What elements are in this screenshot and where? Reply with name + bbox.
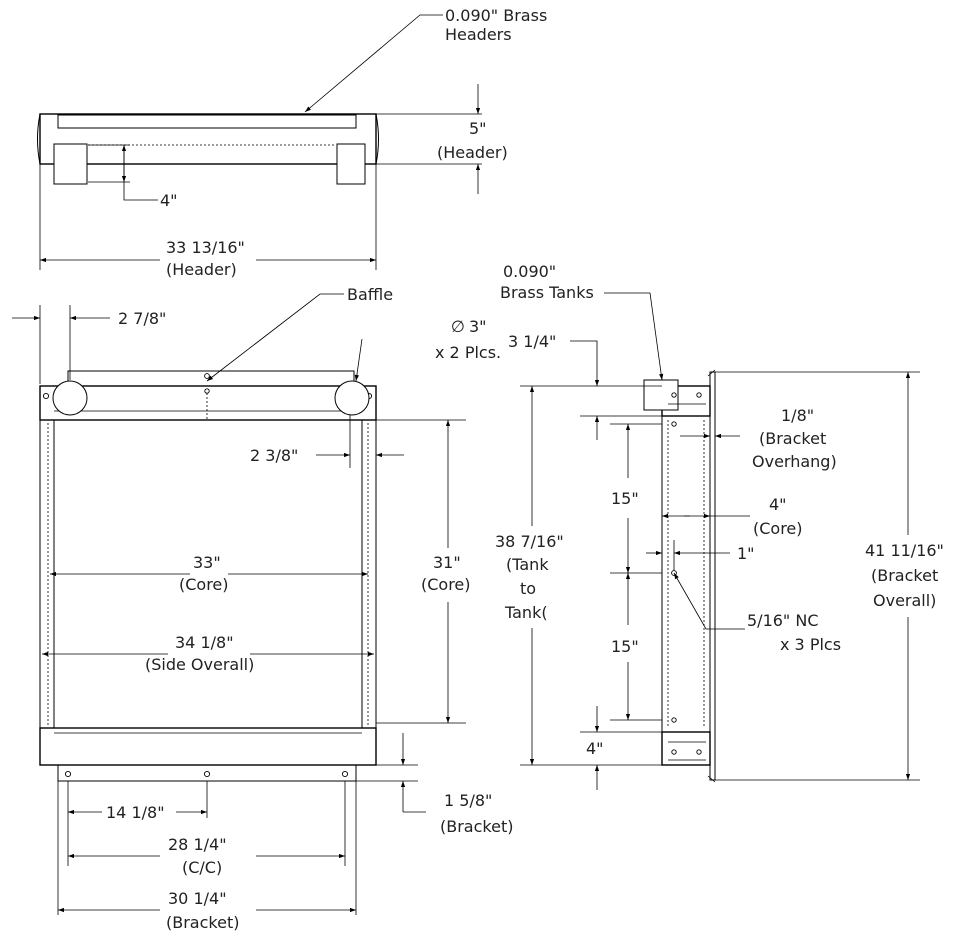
hole-offset-dim	[646, 540, 730, 570]
bracket-overall-label-2: (Bracket	[871, 566, 938, 585]
core-offset-dim	[316, 415, 404, 468]
header-width-label-2: (Header)	[166, 260, 237, 279]
header-outline	[39, 113, 377, 165]
hole-offset-label: 1"	[737, 544, 755, 563]
bottom-bracket-hole-left	[64, 770, 72, 778]
cc-label-2: (C/C)	[182, 858, 222, 877]
bracket-overall-label-3: Overall)	[873, 591, 936, 610]
side-view	[643, 369, 716, 783]
bracket-width-label-1: 30 1/4"	[168, 889, 227, 908]
core-height-dim	[376, 419, 466, 724]
tank-to-tank-dim	[520, 385, 662, 766]
nc-leader	[673, 572, 745, 630]
bracket-hole-spacing-label: 14 1/8"	[106, 803, 165, 822]
top-tank-dim	[570, 340, 662, 440]
upper-15-label: 15"	[611, 489, 639, 508]
bottom-tank-dim	[580, 706, 662, 790]
side-bottom-tank	[661, 731, 711, 766]
lower-15-label: 15"	[611, 637, 639, 656]
header-height-label-2: (Header)	[437, 143, 508, 162]
header-slot-left	[53, 143, 88, 185]
header-height-dim	[376, 84, 482, 194]
bracket-overall-label-1: 41 11/16"	[865, 541, 944, 560]
brass-tanks-label-1: 0.090"	[503, 262, 556, 281]
header-width-label-1: 33 13/16"	[166, 238, 245, 257]
brass-headers-label-1: 0.090" Brass	[445, 6, 547, 25]
brass-header-plate	[57, 114, 357, 129]
side-overall-label-2: (Side Overall)	[145, 655, 254, 674]
bracket-height-dim	[356, 733, 426, 813]
core-depth-label-1: 4"	[769, 495, 787, 514]
port-dia-label-2: x 2 Plcs.	[435, 343, 501, 362]
bracket-hole-dims	[57, 781, 357, 915]
overhang-label-1: 1/8"	[781, 406, 814, 425]
inlet-offset-label: 2 7/8"	[118, 309, 166, 328]
inlet-port-left	[52, 380, 88, 416]
port-dia-leader	[354, 338, 363, 382]
header-height-label-1: 5"	[469, 119, 487, 138]
header-width-dim	[39, 164, 377, 270]
header-slot-label: 4"	[160, 191, 178, 210]
core-width-label-1: 33"	[193, 553, 221, 572]
top-bracket	[67, 370, 355, 387]
bracket-height-label-2: (Bracket)	[440, 817, 513, 836]
side-core	[661, 415, 711, 733]
bottom-bracket-hole-right	[341, 770, 349, 778]
top-tank-label: 3 1/4"	[508, 332, 556, 351]
side-hole-top	[671, 421, 677, 427]
top-tank-bolt-mid	[204, 388, 210, 394]
overhang-label-3: Overhang)	[752, 452, 837, 471]
side-overall-label-1: 34 1/8"	[175, 633, 234, 652]
side-hole-bottom	[671, 717, 677, 723]
top-tank-bolt-left	[42, 392, 50, 400]
brass-tanks-leader	[604, 292, 664, 381]
hole-spacing-dims	[610, 423, 662, 721]
bracket-height-label-1: 1 5/8"	[444, 791, 492, 810]
core-width-label-2: (Core)	[179, 575, 229, 594]
bracket-overall-dim	[715, 371, 920, 781]
header-slot-right	[336, 143, 366, 185]
outlet-port-right	[334, 380, 370, 416]
core-offset-label: 2 3/8"	[250, 446, 298, 465]
bottom-tank	[39, 727, 377, 766]
overhang-label-2: (Bracket	[759, 429, 826, 448]
bottom-bracket-hole-mid	[203, 770, 211, 778]
brass-headers-label-2: Headers	[445, 25, 512, 44]
diameter-symbol: ∅	[451, 317, 465, 336]
top-bracket-hole-center	[204, 373, 210, 379]
core-height-label-2: (Core)	[421, 575, 471, 594]
tank-to-tank-label-4: Tank(	[504, 603, 548, 622]
header-left-curve	[37, 113, 41, 165]
header-right-curve	[375, 113, 379, 165]
nc-label-1: 5/16" NC	[747, 611, 819, 630]
tank-to-tank-label-3: to	[520, 579, 536, 598]
bracket-width-label-2: (Bracket)	[166, 913, 239, 932]
inlet-offset-dim	[12, 305, 110, 384]
core-depth-label-2: (Core)	[753, 519, 803, 538]
brass-headers-leader	[304, 14, 443, 113]
brass-tanks-label-2: Brass Tanks	[500, 283, 594, 302]
core-height-label-1: 31"	[433, 553, 461, 572]
nc-label-2: x 3 Plcs	[780, 635, 841, 654]
cc-label-1: 28 1/4"	[168, 835, 227, 854]
side-bracket-plate	[709, 371, 716, 781]
tank-to-tank-label-2: (Tank	[506, 555, 549, 574]
baffle-leader	[206, 293, 344, 382]
port-dia-label-1: 3"	[469, 317, 487, 336]
tank-to-tank-label-1: 38 7/16"	[495, 532, 564, 551]
bottom-tank-label: 4"	[586, 739, 604, 758]
header-top-view	[37, 113, 379, 185]
header-slot-dim	[88, 144, 158, 201]
baffle-label: Baffle	[347, 285, 393, 304]
